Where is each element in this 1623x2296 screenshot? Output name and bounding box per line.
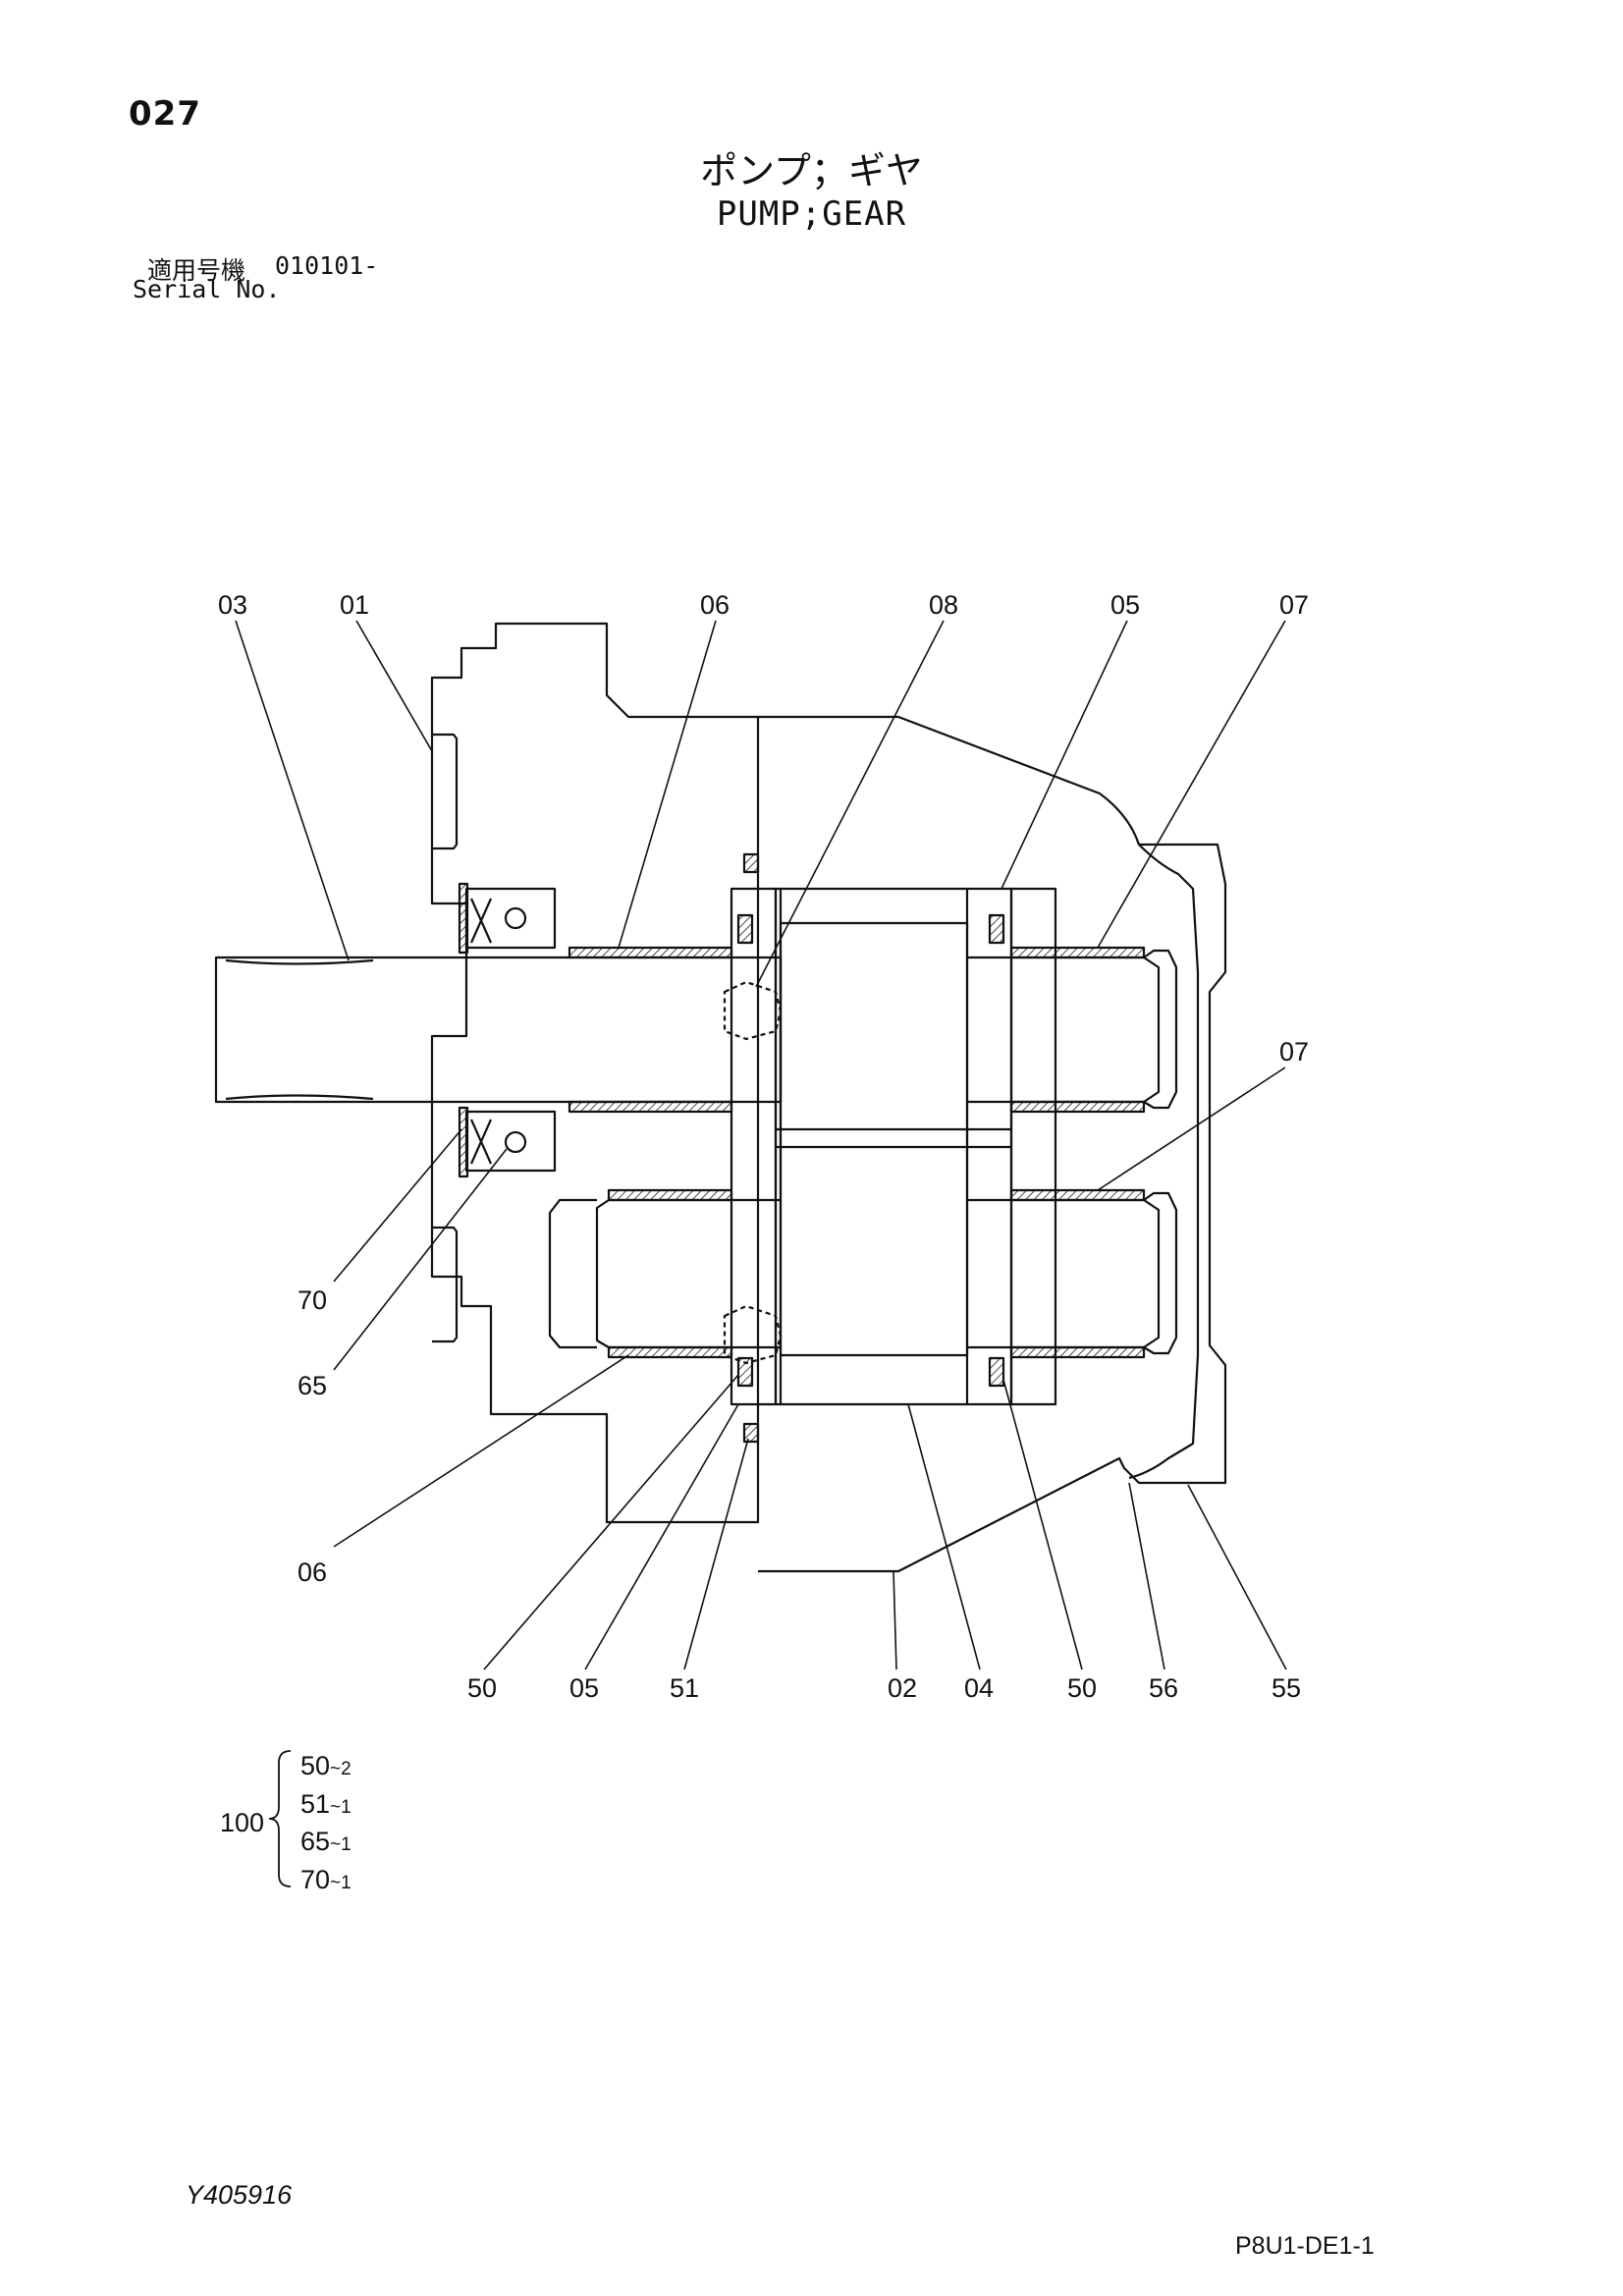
leader-06-top bbox=[618, 620, 717, 949]
callout-label: 02 bbox=[888, 1673, 917, 1703]
callout-label: 50 bbox=[1067, 1673, 1097, 1703]
driven-shaft-right-upper bbox=[967, 956, 1161, 1104]
callout-label: 70 bbox=[298, 1285, 327, 1315]
leader-50-left bbox=[483, 1374, 739, 1670]
bushing bbox=[607, 1188, 733, 1202]
serial-label-english: Serial No. bbox=[133, 275, 281, 303]
callout-label: 55 bbox=[1271, 1673, 1301, 1703]
kit-item: 65~1 bbox=[300, 1827, 352, 1857]
side-plate bbox=[730, 887, 778, 1406]
oil-seal-lower bbox=[464, 1110, 557, 1173]
shaft-end-cap-upper bbox=[1143, 949, 1178, 1110]
kit-item-part: 51 bbox=[300, 1789, 331, 1819]
leader-55 bbox=[1187, 1484, 1287, 1670]
leader-02 bbox=[893, 1570, 897, 1670]
side-plate bbox=[1009, 887, 1057, 1406]
callout-label: 01 bbox=[340, 590, 369, 620]
kit-item: 50~2 bbox=[300, 1751, 352, 1781]
page-title-english: PUMP;GEAR bbox=[716, 194, 907, 234]
kit-item-qty: ~1 bbox=[330, 1834, 352, 1855]
seal-line bbox=[469, 898, 493, 944]
callout-label: 06 bbox=[298, 1558, 327, 1587]
callout-label: 51 bbox=[670, 1673, 699, 1703]
kit-item-qty: ~1 bbox=[330, 1797, 352, 1818]
leader-04 bbox=[907, 1403, 981, 1670]
leader-05-bottom bbox=[584, 1403, 739, 1670]
kit-item-qty: ~1 bbox=[330, 1873, 352, 1893]
callout-label: 50 bbox=[467, 1673, 497, 1703]
front-cover-outline bbox=[430, 622, 760, 1524]
seal bbox=[736, 913, 754, 945]
serial-label-japanese: 適用号機 bbox=[147, 256, 246, 285]
bushing bbox=[568, 946, 733, 959]
callout-label: 56 bbox=[1149, 1673, 1178, 1703]
leader-50-right bbox=[1002, 1379, 1083, 1670]
bushing bbox=[1009, 946, 1146, 959]
leader-06-left bbox=[333, 1354, 629, 1548]
callout-label: 07 bbox=[1279, 1037, 1309, 1066]
kit-item-qty: ~2 bbox=[330, 1759, 352, 1779]
bushing bbox=[1009, 1345, 1146, 1359]
callout-label: 07 bbox=[1279, 590, 1309, 620]
leader-03 bbox=[235, 620, 350, 961]
kit-item: 51~1 bbox=[300, 1789, 352, 1820]
front-cover-boss-lower bbox=[432, 1226, 459, 1343]
pump-body-outline bbox=[758, 715, 1227, 1573]
dowel-pin bbox=[723, 980, 783, 1041]
kit-item: 70~1 bbox=[300, 1865, 352, 1895]
gear-tooth-band bbox=[779, 921, 969, 1357]
leader-08 bbox=[755, 620, 945, 988]
callout-label: 06 bbox=[700, 590, 730, 620]
seal-line bbox=[469, 1119, 493, 1165]
callout-label: 65 bbox=[298, 1371, 327, 1400]
seal-spring bbox=[504, 906, 527, 930]
bushing bbox=[1009, 1100, 1146, 1114]
retaining-ring bbox=[458, 1106, 469, 1178]
kit-item-part: 50 bbox=[300, 1751, 331, 1780]
leader-56 bbox=[1128, 1482, 1165, 1670]
callout-label: 05 bbox=[1110, 590, 1140, 620]
leader-01 bbox=[355, 620, 433, 752]
kit-number: 100 bbox=[220, 1808, 265, 1837]
front-cover-boss bbox=[432, 733, 459, 850]
shaft-end-cap-lower-left bbox=[548, 1198, 597, 1349]
seal bbox=[988, 1356, 1005, 1388]
leader-51 bbox=[683, 1438, 749, 1670]
bushing bbox=[568, 1100, 733, 1114]
kit-item-part: 65 bbox=[300, 1827, 331, 1856]
bushing bbox=[1009, 1188, 1146, 1202]
kit-item-part: 70 bbox=[300, 1865, 331, 1894]
callout-label: 03 bbox=[218, 590, 247, 620]
driven-shaft-right-lower bbox=[967, 1198, 1161, 1349]
leader-05-top bbox=[1001, 620, 1128, 890]
seal bbox=[736, 1356, 754, 1388]
leader-07-right bbox=[1097, 1066, 1286, 1191]
leader-70 bbox=[333, 1128, 462, 1283]
drive-shaft-spline bbox=[225, 1094, 374, 1101]
page-code: P8U1-DE1-1 bbox=[1235, 2232, 1375, 2260]
seal bbox=[988, 913, 1005, 945]
leader-07-top bbox=[1097, 620, 1286, 949]
rear-cover-step bbox=[1128, 844, 1200, 1480]
serial-number-value: 010101- bbox=[275, 251, 379, 280]
drive-shaft-spline bbox=[225, 958, 374, 965]
page-number: 027 bbox=[129, 94, 201, 134]
callout-label: 05 bbox=[569, 1673, 599, 1703]
driven-shaft-left-lower bbox=[595, 1198, 781, 1349]
page-title-japanese: ポンプ；ギヤ bbox=[700, 149, 923, 192]
shaft-end-cap-lower-right bbox=[1143, 1191, 1178, 1355]
document-id: Y405916 bbox=[186, 2180, 293, 2210]
o-ring bbox=[742, 852, 760, 874]
kit-brace bbox=[268, 1750, 292, 1887]
callout-label: 04 bbox=[964, 1673, 994, 1703]
retaining-ring bbox=[458, 882, 469, 955]
seal-spring bbox=[504, 1130, 527, 1154]
o-ring bbox=[742, 1422, 760, 1444]
leader-65 bbox=[333, 1148, 508, 1371]
dowel-pin bbox=[723, 1304, 783, 1365]
drive-shaft bbox=[214, 956, 783, 1104]
callout-label: 08 bbox=[929, 590, 958, 620]
